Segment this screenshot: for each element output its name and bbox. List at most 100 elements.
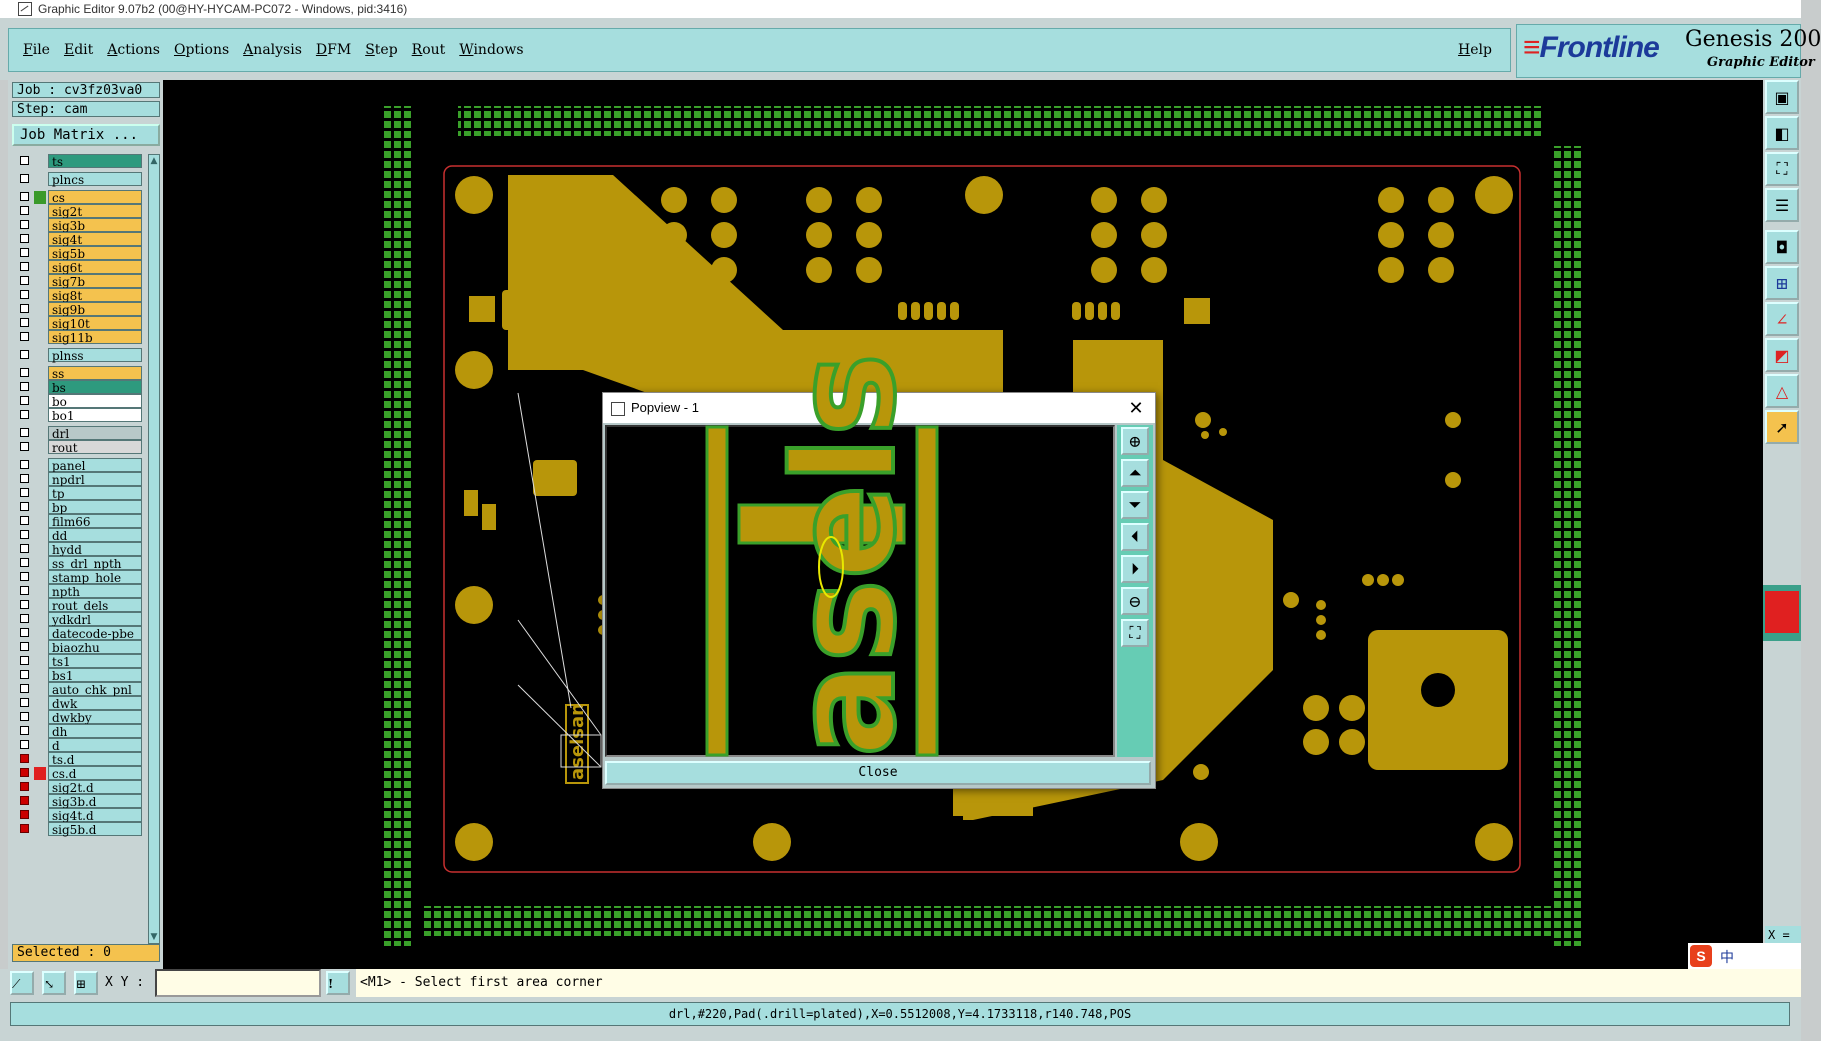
layer-name[interactable]: sig9b [48, 302, 142, 317]
layer-name[interactable]: ss [48, 366, 142, 381]
layer-name[interactable]: auto_chk_pnl [48, 682, 142, 697]
layer-name[interactable]: hydd [48, 542, 142, 557]
layer-name[interactable]: sig2t.d [48, 780, 142, 795]
layer-checkbox[interactable] [20, 600, 29, 609]
fit-view-button[interactable]: ⛶ [1765, 152, 1799, 186]
layer-row-drl[interactable]: drl [12, 426, 144, 441]
layer-row-sig2t[interactable]: sig2t [12, 204, 144, 219]
layer-name[interactable]: tp [48, 486, 142, 501]
layer-checkbox[interactable] [20, 726, 29, 735]
layer-checkbox[interactable] [20, 304, 29, 313]
layer-checkbox[interactable] [20, 516, 29, 525]
menu-actions[interactable]: Actions [107, 42, 160, 58]
draw-line-button[interactable]: ⟋ [10, 971, 34, 995]
layer-name[interactable]: sig11b [48, 330, 142, 345]
layer-row-panel[interactable]: panel [12, 458, 144, 473]
scroll-up-icon[interactable]: ▲ [150, 156, 158, 166]
layer-row-bs[interactable]: bs [12, 380, 144, 395]
layer-checkbox[interactable] [20, 332, 29, 341]
layer-row-sig3b-d[interactable]: sig3b.d [12, 794, 144, 809]
layer-checkbox[interactable] [20, 156, 29, 165]
layer-row-ts1[interactable]: ts1 [12, 654, 144, 669]
layer-name[interactable]: npth [48, 584, 142, 599]
pv-fit-button[interactable]: ⛶ [1121, 619, 1149, 647]
layer-checkbox[interactable] [20, 234, 29, 243]
layer-name[interactable]: plnss [48, 348, 142, 363]
layer-checkbox[interactable] [20, 684, 29, 693]
layer-name[interactable]: bs1 [48, 668, 142, 683]
layer-row-plnss[interactable]: plnss [12, 348, 144, 363]
menu-edit[interactable]: Edit [63, 42, 94, 58]
layer-name[interactable]: d [48, 738, 142, 753]
pv-pan-up-button[interactable]: ⏶ [1121, 459, 1149, 487]
layer-row-rout-dels[interactable]: rout_dels [12, 598, 144, 613]
net-button[interactable]: ⊞ [1765, 266, 1799, 300]
layer-name[interactable]: film66 [48, 514, 142, 529]
layer-row-dwkby[interactable]: dwkby [12, 710, 144, 725]
layer-name[interactable]: ydkdrl [48, 612, 142, 627]
layer-name[interactable]: sig4t.d [48, 808, 142, 823]
layer-checkbox[interactable] [20, 712, 29, 721]
pv-zoom-in-button[interactable]: ⊕ [1121, 427, 1149, 455]
layer-name[interactable]: ss_drl_npth [48, 556, 142, 571]
layer-name[interactable]: sig3b.d [48, 794, 142, 809]
layer-name[interactable]: rout_dels [48, 598, 142, 613]
layer-row-cs-d[interactable]: cs.d [12, 766, 144, 781]
layer-scrollbar[interactable]: ▲ ▼ [148, 154, 160, 944]
layer-row-npth[interactable]: npth [12, 584, 144, 599]
layer-checkbox[interactable] [20, 642, 29, 651]
menu-file[interactable]: File [23, 42, 50, 58]
layer-row-ss-drl-npth[interactable]: ss_drl_npth [12, 556, 144, 571]
layer-name[interactable]: sig5b.d [48, 822, 142, 837]
layer-name[interactable]: cs.d [48, 766, 142, 781]
layer-checkbox[interactable] [20, 276, 29, 285]
layer-name[interactable]: rout [48, 440, 142, 455]
select-pointer-button[interactable]: ➚ [1765, 410, 1799, 444]
pan-left-button[interactable]: ◧ [1765, 116, 1799, 150]
layer-row-sig2t-d[interactable]: sig2t.d [12, 780, 144, 795]
layer-name[interactable]: sig8t [48, 288, 142, 303]
layer-row-dd[interactable]: dd [12, 528, 144, 543]
layer-row-npdrl[interactable]: npdrl [12, 472, 144, 487]
layer-name[interactable]: ts [48, 154, 142, 169]
layer-checkbox[interactable] [20, 460, 29, 469]
layer-checkbox[interactable] [20, 290, 29, 299]
layer-row-film66[interactable]: film66 [12, 514, 144, 529]
menu-dfm[interactable]: DFM [315, 42, 352, 58]
menu-step[interactable]: Step [365, 42, 398, 58]
menu-windows[interactable]: Windows [459, 42, 524, 58]
layer-checkbox[interactable] [20, 174, 29, 183]
pv-pan-left-button[interactable]: ⏴ [1121, 523, 1149, 551]
layer-row-hydd[interactable]: hydd [12, 542, 144, 557]
layer-checkbox[interactable] [20, 192, 29, 201]
layer-checkbox[interactable] [20, 248, 29, 257]
layer-row-sig10t[interactable]: sig10t [12, 316, 144, 331]
layer-checkbox[interactable] [20, 262, 29, 271]
layer-checkbox[interactable] [20, 442, 29, 451]
layer-checkbox[interactable] [20, 220, 29, 229]
layer-name[interactable]: npdrl [48, 472, 142, 487]
feature-button[interactable]: ◩ [1765, 338, 1799, 372]
layer-row-bs1[interactable]: bs1 [12, 668, 144, 683]
layer-checkbox[interactable] [20, 502, 29, 511]
layer-row-rout[interactable]: rout [12, 440, 144, 455]
draw-diag-button[interactable]: ⤡ [42, 971, 66, 995]
grid-snap-button[interactable]: ⊞ [74, 971, 98, 995]
layer-row-sig9b[interactable]: sig9b [12, 302, 144, 317]
menu-help[interactable]: Help [1458, 42, 1492, 58]
snap-button[interactable]: ◘ [1765, 230, 1799, 264]
layer-name[interactable]: bo [48, 394, 142, 409]
layer-row-ydkdrl[interactable]: ydkdrl [12, 612, 144, 627]
layer-checkbox[interactable] [20, 368, 29, 377]
menu-rout[interactable]: Rout [411, 42, 446, 58]
popview-titlebar[interactable]: Popview - 1 ✕ [603, 393, 1155, 423]
layer-name[interactable]: biaozhu [48, 640, 142, 655]
layer-row-cs[interactable]: cs [12, 190, 144, 205]
layer-row-dh[interactable]: dh [12, 724, 144, 739]
pv-pan-right-button[interactable]: ⏵ [1121, 555, 1149, 583]
layer-checkbox[interactable] [20, 382, 29, 391]
layer-checkbox[interactable] [20, 810, 29, 819]
ime-language[interactable]: 中 [1720, 949, 1734, 965]
layer-name[interactable]: sig3b [48, 218, 142, 233]
layer-name[interactable]: sig10t [48, 316, 142, 331]
